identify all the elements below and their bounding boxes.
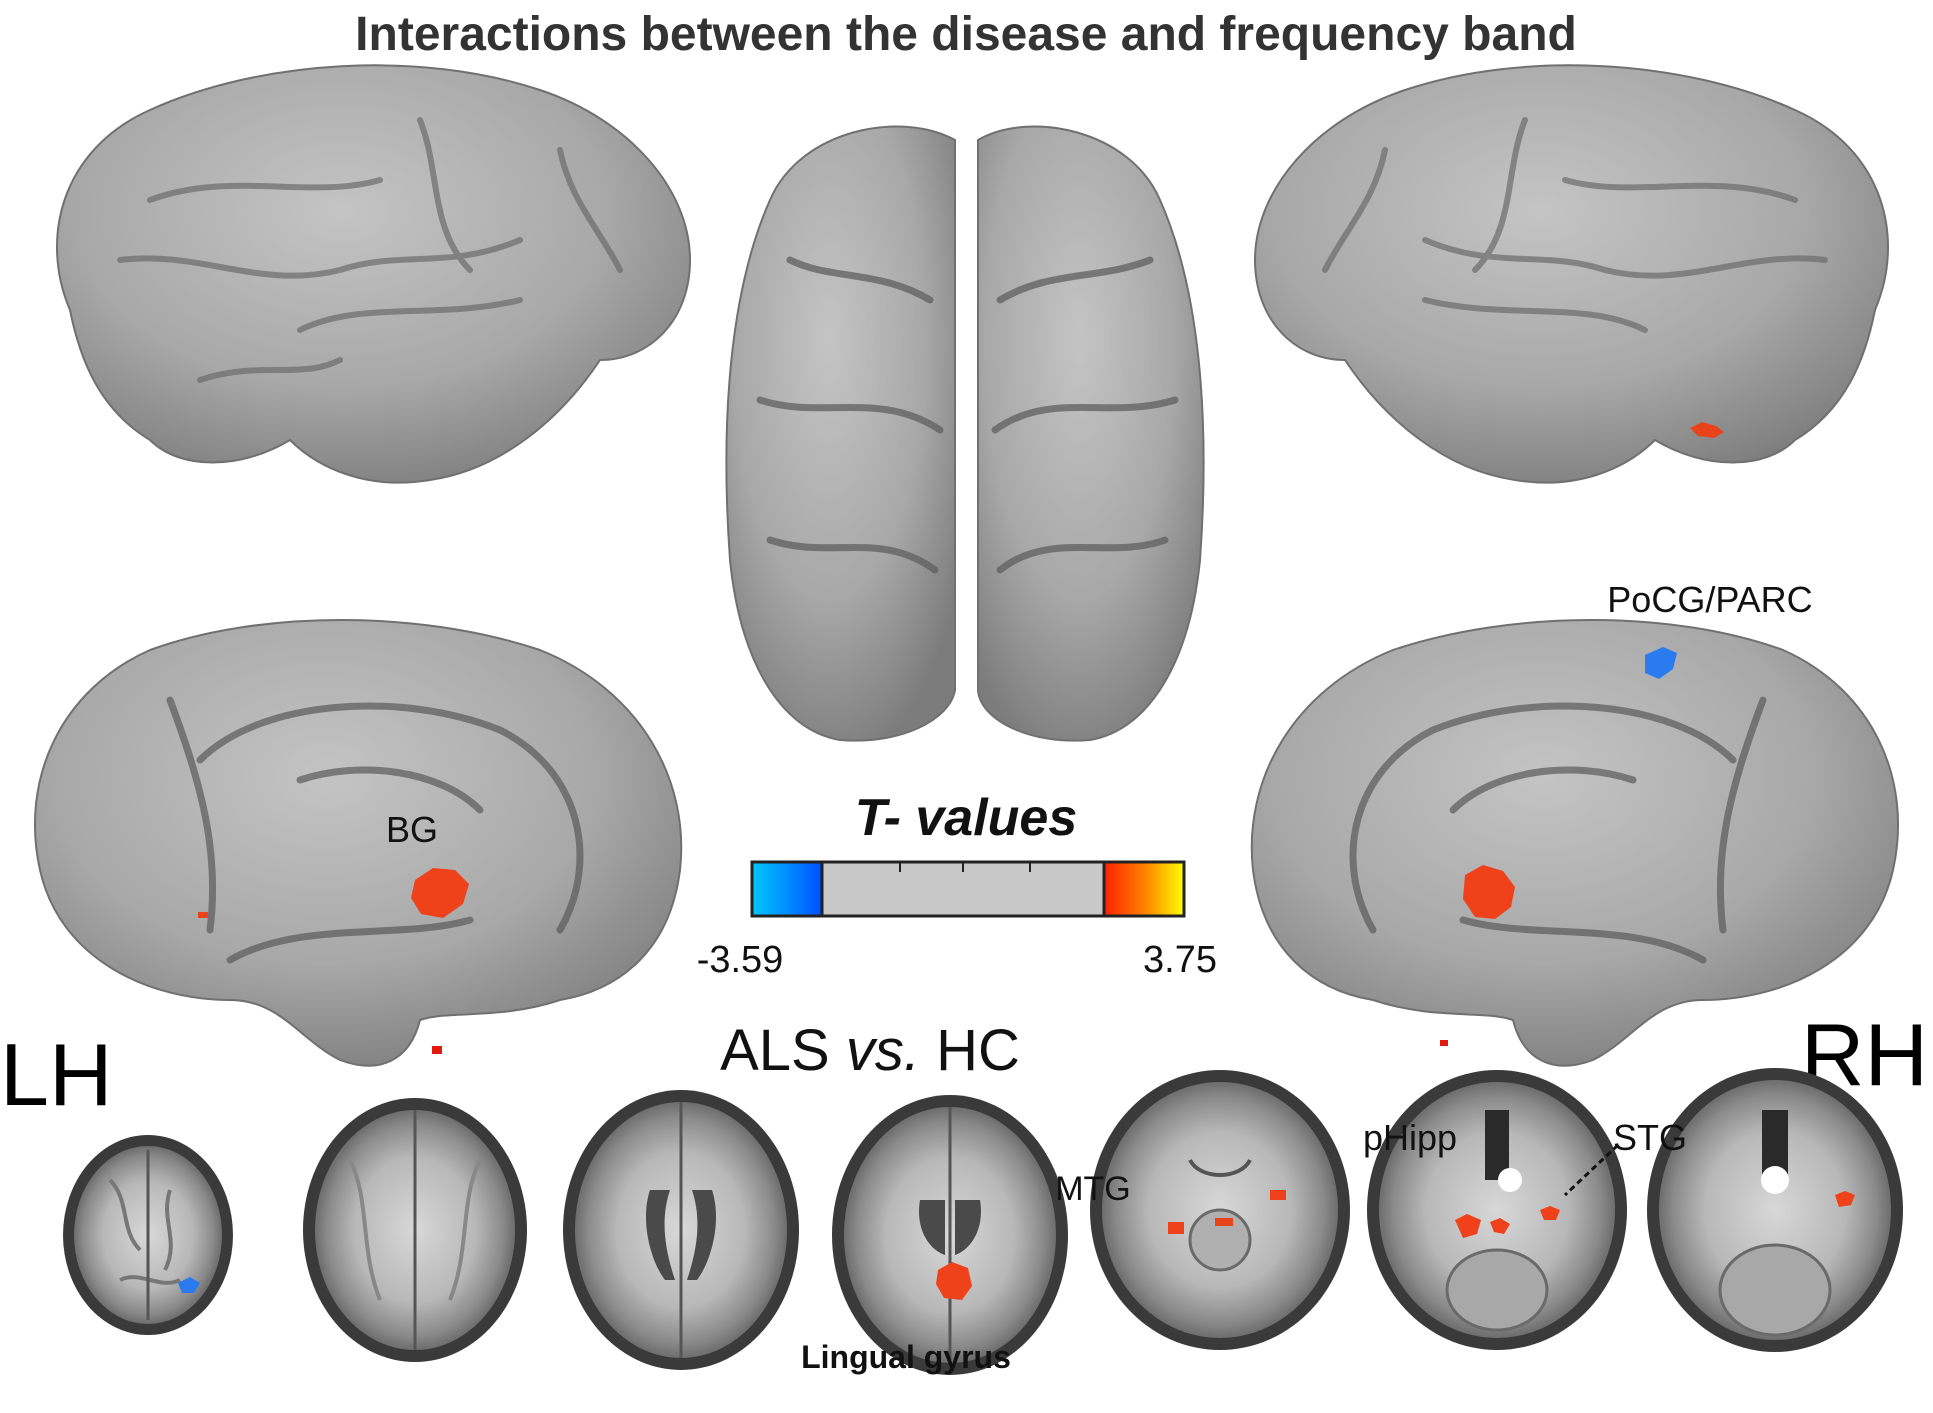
activation-blob [198, 912, 208, 918]
brain-right-lateral [1253, 64, 1889, 484]
axial-slice-5 [1090, 1070, 1350, 1350]
colorbar-positive [1104, 862, 1184, 916]
activation-blob [1690, 422, 1724, 438]
colorbar-title: T- values [855, 789, 1078, 847]
axial-slice-1 [63, 1135, 233, 1335]
activation-blob [1440, 1040, 1448, 1046]
activation-blob [1215, 1218, 1233, 1226]
label-pocg-parc: PoCG/PARC [1607, 579, 1812, 620]
axial-slice-7 [1647, 1068, 1903, 1352]
figure-title: Interactions between the disease and fre… [355, 8, 1577, 61]
colorbar-max-label: 3.75 [1143, 939, 1217, 981]
activation-blob [1540, 1206, 1560, 1220]
label-bg: BG [386, 809, 438, 850]
brain-left-medial [33, 619, 683, 1067]
brain-left-lateral [56, 64, 692, 484]
comparison-suffix: HC [920, 1018, 1020, 1083]
axial-slice-4 [832, 1095, 1068, 1375]
stg-pointer-line [1563, 1143, 1620, 1197]
colorbar-frame [750, 860, 1186, 918]
activation-blob [1463, 865, 1515, 919]
brain-dorsal [725, 125, 1205, 742]
brain-right-medial [1250, 619, 1900, 1067]
colorbar: T- values -3.59 3.75 [697, 789, 1217, 981]
axial-slice-3 [563, 1090, 799, 1370]
activation-blob [1490, 1218, 1510, 1234]
hemisphere-left-label: LH [0, 1025, 113, 1124]
comparison-prefix: ALS [720, 1018, 846, 1083]
activation-blob [936, 1262, 972, 1300]
axial-slices [63, 1068, 1903, 1375]
colorbar-min-label: -3.59 [697, 939, 784, 981]
comparison-vs: vs. [846, 1018, 920, 1083]
axial-slice-2 [303, 1098, 527, 1362]
activation-blob [432, 1046, 442, 1054]
comparison-label: ALS vs. HC [720, 1018, 1020, 1083]
colorbar-negative [752, 862, 822, 916]
label-lingual-gyrus: Lingual gyrus [801, 1339, 1011, 1375]
activation-blob [1455, 1214, 1481, 1238]
activation-blob [1168, 1222, 1184, 1234]
activation-blob [178, 1277, 200, 1293]
activation-blob [1835, 1191, 1855, 1207]
activation-blob-pocg [1645, 647, 1677, 679]
activation-blob [1270, 1190, 1286, 1200]
label-mtg: MTG [1055, 1170, 1131, 1208]
activation-blob-bg [411, 868, 469, 918]
label-phipp: pHipp [1363, 1117, 1457, 1158]
label-stg: STG [1613, 1117, 1687, 1158]
axial-slice-6 [1367, 1070, 1627, 1350]
